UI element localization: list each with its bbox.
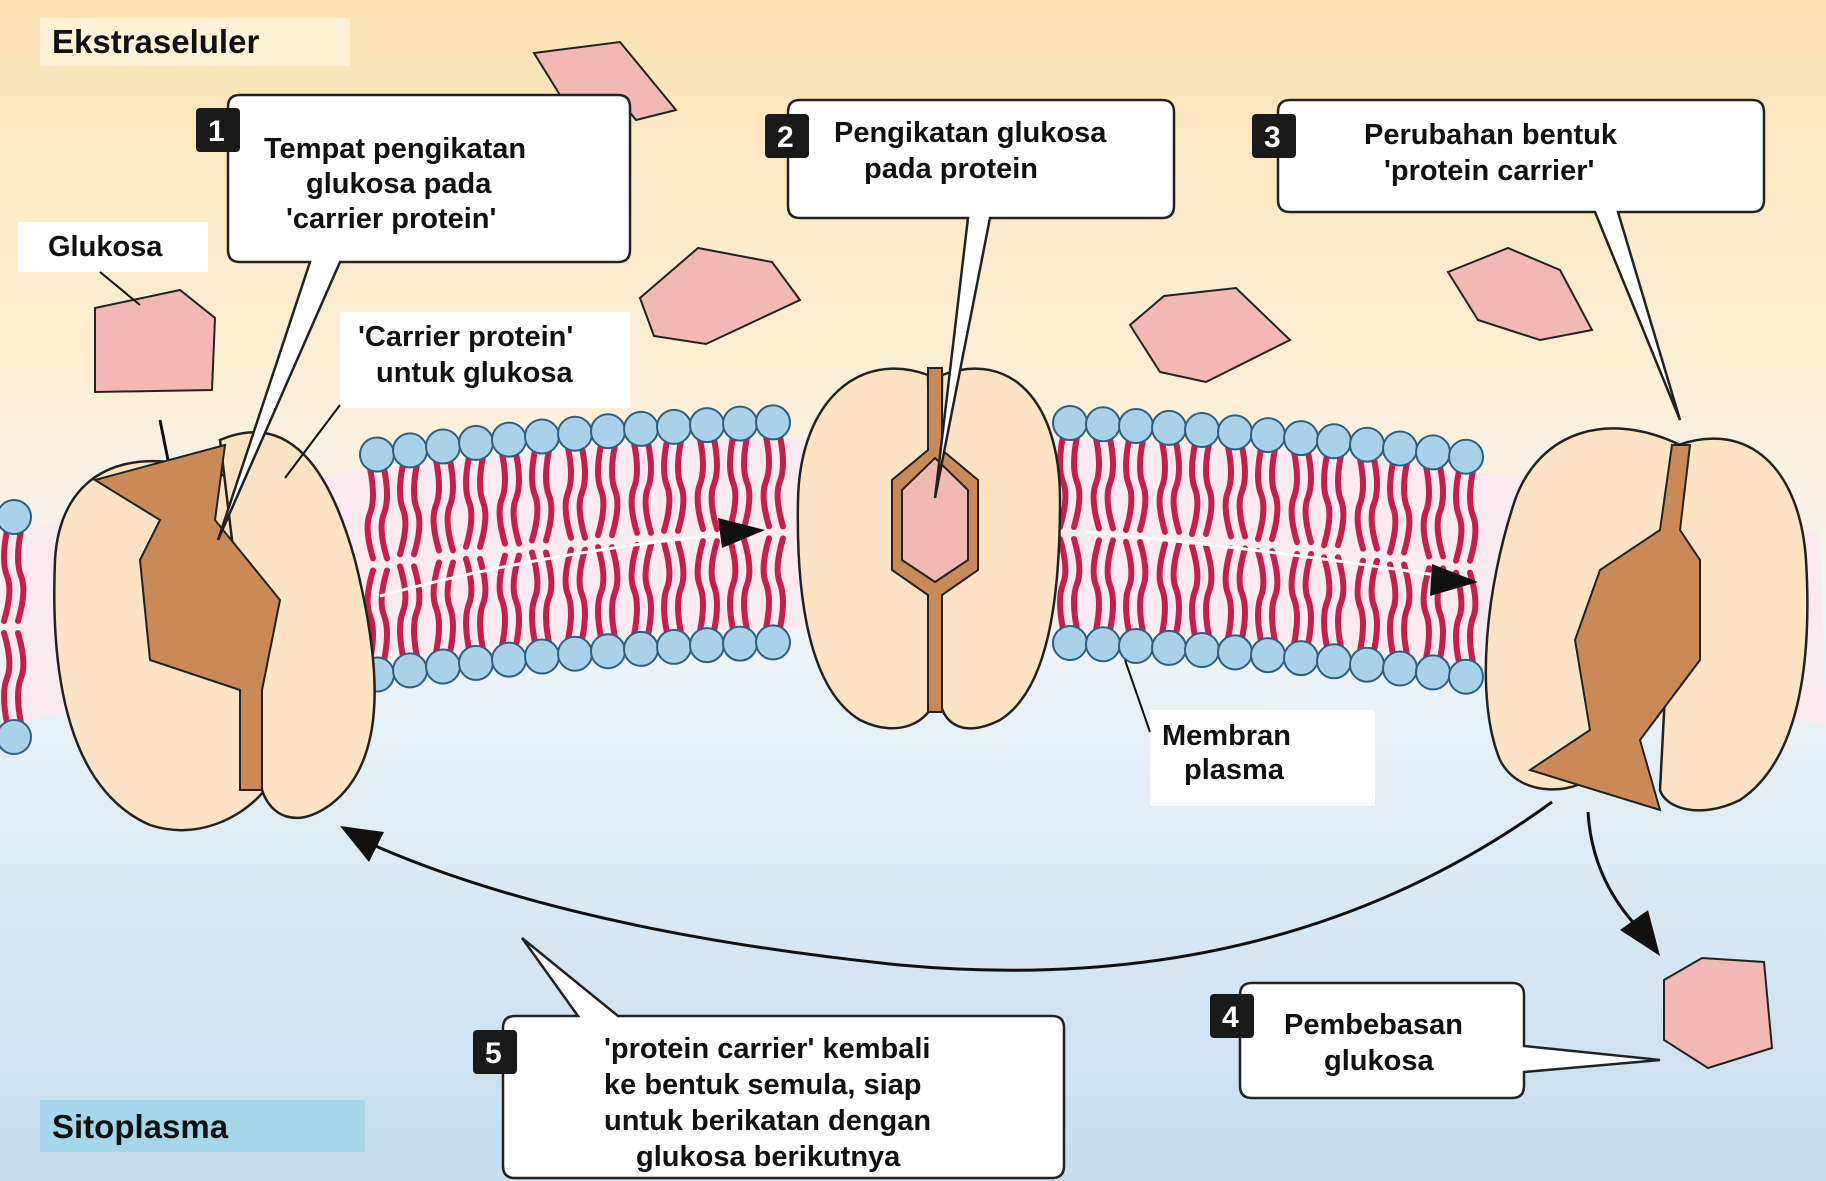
phospholipid-head <box>393 433 427 467</box>
phospholipid-head <box>756 625 790 659</box>
phospholipid-head <box>1053 626 1087 660</box>
phospholipid-head <box>1086 407 1120 441</box>
svg-text:1: 1 <box>208 115 225 148</box>
phospholipid-head <box>459 426 493 460</box>
svg-text:4: 4 <box>1222 1001 1239 1034</box>
svg-text:ke bentuk semula, siap: ke bentuk semula, siap <box>604 1069 922 1101</box>
phospholipid-head <box>1152 411 1186 445</box>
svg-text:Tempat pengikatan: Tempat pengikatan <box>264 133 526 165</box>
phospholipid-head <box>1119 629 1153 663</box>
svg-text:'protein carrier' kembali: 'protein carrier' kembali <box>604 1033 930 1065</box>
phospholipid-head <box>1218 635 1252 669</box>
phospholipid-head <box>1218 415 1252 449</box>
phospholipid-head <box>1350 428 1384 462</box>
phospholipid-head <box>657 410 691 444</box>
phospholipid-head <box>756 405 790 439</box>
phospholipid-head <box>558 417 592 451</box>
phospholipid-head <box>1383 432 1417 466</box>
svg-text:Glukosa: Glukosa <box>48 231 163 263</box>
phospholipid-head <box>426 430 460 464</box>
phospholipid-head <box>558 637 592 671</box>
phospholipid-head <box>624 632 658 666</box>
phospholipid-head <box>723 407 757 441</box>
svg-text:3: 3 <box>1264 121 1281 154</box>
phospholipid-head <box>525 640 559 674</box>
phospholipid-head <box>1416 655 1450 689</box>
phospholipid-head <box>1284 641 1318 675</box>
svg-text:Sitoplasma: Sitoplasma <box>52 1108 229 1145</box>
svg-text:'Carrier protein': 'Carrier protein' <box>358 321 573 353</box>
svg-text:Pengikatan glukosa: Pengikatan glukosa <box>834 117 1107 149</box>
phospholipid-head <box>1317 644 1351 678</box>
phospholipid-head <box>492 643 526 677</box>
svg-text:plasma: plasma <box>1184 754 1285 786</box>
phospholipid-head <box>1152 631 1186 665</box>
phospholipid-head <box>1086 627 1120 661</box>
svg-text:Membran: Membran <box>1162 720 1291 752</box>
svg-text:2: 2 <box>777 121 794 154</box>
glucose-molecule <box>95 290 215 392</box>
phospholipid-head <box>723 627 757 661</box>
phospholipid-head <box>690 628 724 662</box>
phospholipid-head <box>1317 424 1351 458</box>
phospholipid-head <box>1251 418 1285 452</box>
svg-text:untuk glukosa: untuk glukosa <box>376 357 573 389</box>
phospholipid-head <box>525 420 559 454</box>
svg-text:'carrier protein': 'carrier protein' <box>286 203 496 235</box>
phospholipid-head <box>459 646 493 680</box>
phospholipid-head <box>1416 435 1450 469</box>
phospholipid-head <box>1350 648 1384 682</box>
phospholipid-head <box>360 438 394 472</box>
svg-text:Perubahan bentuk: Perubahan bentuk <box>1364 119 1618 151</box>
phospholipid-head <box>1449 660 1483 694</box>
phospholipid-head <box>591 414 625 448</box>
carrier-protein-2 <box>798 368 1060 728</box>
phospholipid-head <box>690 408 724 442</box>
phospholipid-head <box>0 720 31 754</box>
svg-text:glukosa: glukosa <box>1324 1045 1434 1077</box>
svg-text:glukosa berikutnya: glukosa berikutnya <box>636 1141 901 1173</box>
phospholipid-head <box>1119 409 1153 443</box>
phospholipid-head <box>0 500 31 534</box>
svg-text:Ekstraseluler: Ekstraseluler <box>52 23 259 60</box>
phospholipid-head <box>1284 421 1318 455</box>
phospholipid-head <box>1383 652 1417 686</box>
phospholipid-head <box>426 650 460 684</box>
svg-text:'protein carrier': 'protein carrier' <box>1384 155 1594 187</box>
svg-text:Pembebasan: Pembebasan <box>1284 1009 1463 1041</box>
svg-text:glukosa pada: glukosa pada <box>306 168 492 200</box>
svg-text:5: 5 <box>485 1037 502 1070</box>
phospholipid-head <box>1053 406 1087 440</box>
extracellular-label: Ekstraseluler <box>40 18 350 66</box>
phospholipid-head <box>1251 638 1285 672</box>
phospholipid-head <box>393 653 427 687</box>
phospholipid-head <box>591 634 625 668</box>
phospholipid-head <box>1185 413 1219 447</box>
phospholipid-head <box>657 630 691 664</box>
svg-text:untuk berikatan dengan: untuk berikatan dengan <box>604 1105 931 1137</box>
phospholipid-head <box>1449 440 1483 474</box>
phospholipid-head <box>624 412 658 446</box>
cytoplasm-label: Sitoplasma <box>40 1100 365 1152</box>
svg-text:pada protein: pada protein <box>864 153 1038 185</box>
phospholipid-head <box>1185 633 1219 667</box>
carrier-protein-1 <box>54 432 374 830</box>
phospholipid-head <box>492 423 526 457</box>
